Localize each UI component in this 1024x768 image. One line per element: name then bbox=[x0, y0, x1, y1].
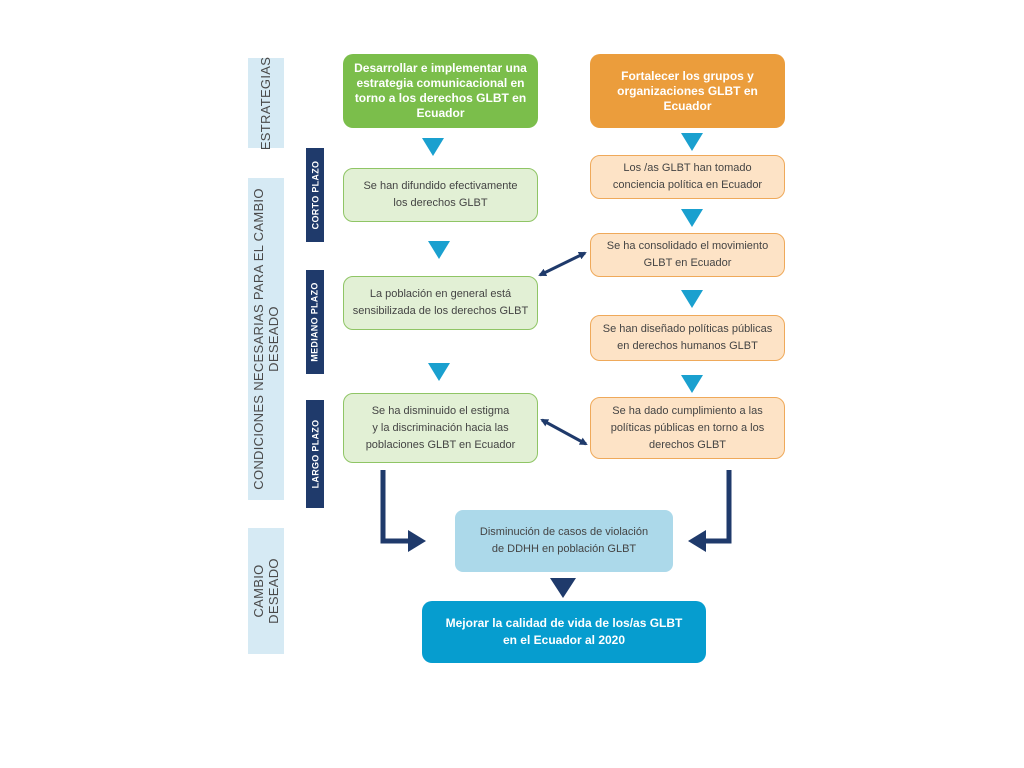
left-mediano-line2: sensibilizada de los derechos GLBT bbox=[352, 305, 529, 317]
strategy-organizations: Fortalecer los grupos y organizaciones G… bbox=[590, 54, 785, 128]
sidebar-condiciones: CONDICIONES NECESARIAS PARA EL CAMBIO DE… bbox=[248, 178, 284, 500]
outcome-line1: Disminución de casos de violación bbox=[479, 526, 649, 538]
right-b3-line2: en derechos humanos GLBT bbox=[617, 340, 758, 352]
strategy-right-line3: Ecuador bbox=[663, 98, 712, 113]
arrow-down-left-3 bbox=[428, 363, 450, 381]
outcome-box: Disminución de casos de violación de DDH… bbox=[455, 510, 673, 572]
arrow-down-right-3 bbox=[681, 290, 703, 308]
elbow-arrow-left bbox=[380, 470, 412, 544]
left-corto-line2: los derechos GLBT bbox=[393, 197, 488, 209]
left-largo-line2: y la discriminación hacia las bbox=[372, 421, 509, 434]
strategy-right-line2: organizaciones GLBT en bbox=[617, 83, 758, 98]
term-largo-plazo: LARGO PLAZO bbox=[306, 400, 324, 508]
term-corto-plazo: CORTO PLAZO bbox=[306, 148, 324, 242]
goal-line2: en el Ecuador al 2020 bbox=[502, 633, 626, 647]
double-arrow-largo-cumplimiento bbox=[540, 418, 588, 446]
left-box-mediano: La población en general está sensibiliza… bbox=[343, 276, 538, 330]
right-b1-line2: conciencia política en Ecuador bbox=[612, 179, 763, 191]
elbow-arrow-right bbox=[703, 470, 732, 544]
elbow-arrowhead-left bbox=[408, 530, 426, 552]
left-corto-line1: Se han difundido efectivamente bbox=[363, 180, 518, 192]
left-box-corto: Se han difundido efectivamente los derec… bbox=[343, 168, 538, 222]
strategy-left-line1: Desarrollar e implementar una bbox=[354, 61, 527, 75]
strategy-left-line2: estrategia comunicacional en bbox=[356, 76, 525, 90]
goal-box: Mejorar la calidad de vida de los/as GLB… bbox=[422, 601, 706, 663]
strategy-left-line3: torno a los derechos GLBT en bbox=[354, 91, 527, 105]
right-box-4: Se ha dado cumplimiento a las políticas … bbox=[590, 397, 785, 459]
sidebar-cambio: CAMBIO DESEADO bbox=[248, 528, 284, 654]
arrow-down-right-4 bbox=[681, 375, 703, 393]
left-box-largo: Se ha disminuido el estigma y la discrim… bbox=[343, 393, 538, 463]
arrow-down-left-2 bbox=[428, 241, 450, 259]
left-largo-line3: poblaciones GLBT en Ecuador bbox=[365, 438, 516, 451]
right-b4-line1: Se ha dado cumplimiento a las bbox=[612, 404, 763, 417]
arrow-down-right-1 bbox=[681, 133, 703, 151]
right-b4-line3: derechos GLBT bbox=[648, 438, 727, 451]
right-box-1: Los /as GLBT han tomado conciencia polít… bbox=[590, 155, 785, 199]
right-b2-line2: GLBT en Ecuador bbox=[643, 257, 732, 269]
double-arrow-mediano-consolidado bbox=[538, 251, 587, 277]
left-mediano-line1: La población en general está bbox=[369, 288, 512, 300]
left-largo-line1: Se ha disminuido el estigma bbox=[371, 404, 510, 417]
elbow-arrowhead-right bbox=[688, 530, 706, 552]
right-b1-line1: Los /as GLBT han tomado bbox=[623, 162, 752, 174]
term-mediano-plazo: MEDIANO PLAZO bbox=[306, 270, 324, 374]
strategy-right-line1: Fortalecer los grupos y bbox=[621, 68, 754, 83]
strategy-left-line4: Ecuador bbox=[416, 106, 465, 120]
right-b3-line1: Se han diseñado políticas públicas bbox=[602, 323, 773, 335]
right-b2-line1: Se ha consolidado el movimiento bbox=[606, 240, 769, 252]
arrow-down-goal bbox=[550, 578, 576, 598]
strategy-communication: Desarrollar e implementar una estrategia… bbox=[343, 54, 538, 128]
goal-line1: Mejorar la calidad de vida de los/as GLB… bbox=[445, 616, 683, 630]
right-box-2: Se ha consolidado el movimiento GLBT en … bbox=[590, 233, 785, 277]
arrow-down-right-2 bbox=[681, 209, 703, 227]
arrow-down-left-1 bbox=[422, 138, 444, 156]
right-box-3: Se han diseñado políticas públicas en de… bbox=[590, 315, 785, 361]
sidebar-estrategias: ESTRATEGIAS bbox=[248, 56, 284, 150]
outcome-line2: de DDHH en población GLBT bbox=[491, 543, 637, 555]
right-b4-line2: políticas públicas en torno a los bbox=[610, 421, 765, 434]
